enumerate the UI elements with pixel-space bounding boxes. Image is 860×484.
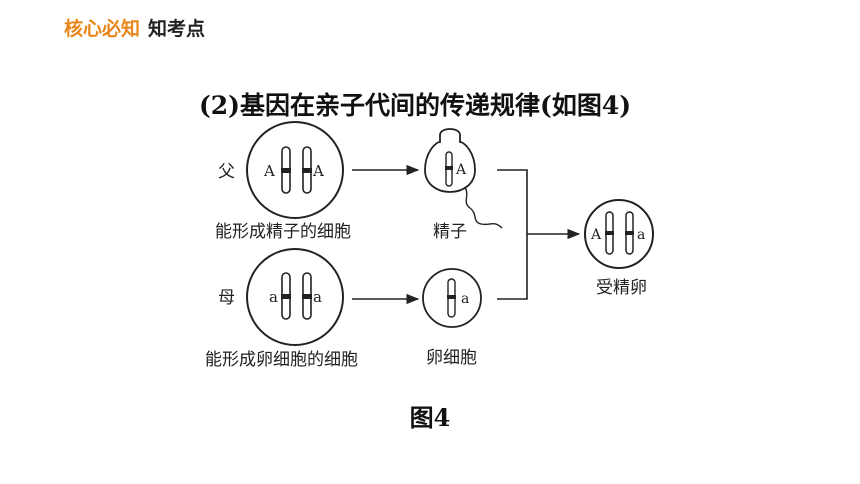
zygote-allele-right: a [637, 227, 645, 243]
father-label: 父 [218, 162, 235, 182]
sperm-allele: A [455, 162, 467, 178]
father-allele-left: A [263, 162, 275, 180]
figure-caption: 图4 [409, 403, 451, 432]
mother-label: 母 [218, 288, 235, 308]
mother-cell: a a [246, 248, 344, 346]
mother-allele-right: a [313, 288, 322, 306]
zygote-cell: A a [584, 199, 654, 269]
father-allele-right: A [312, 162, 324, 180]
father-cell: A A [246, 121, 344, 219]
egg-label: 卵细胞 [426, 348, 477, 368]
header-section: 核心必知 [64, 18, 141, 40]
header: 核心必知知考点 [64, 14, 205, 41]
mother-cell-label: 能形成卵细胞的细胞 [205, 350, 358, 370]
sperm-cell: A [424, 128, 503, 229]
egg-allele: a [461, 291, 469, 307]
page-title: (2)基因在亲子代间的传递规律(如图4) [198, 91, 632, 120]
zygote-label: 受精卵 [596, 278, 647, 298]
connector-sperm [497, 169, 528, 300]
father-cell-label: 能形成精子的细胞 [215, 222, 351, 242]
mother-allele-left: a [269, 288, 278, 306]
sperm-label: 精子 [433, 222, 467, 242]
egg-cell: a [422, 268, 482, 328]
header-sub: 知考点 [148, 18, 206, 40]
zygote-allele-left: A [590, 227, 602, 243]
